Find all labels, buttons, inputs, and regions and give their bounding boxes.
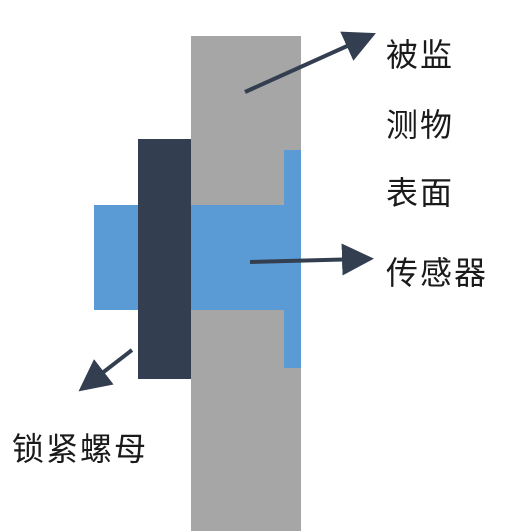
sensor-label: 传感器 bbox=[386, 254, 489, 292]
lock-nut-label: 锁紧螺母 bbox=[12, 430, 149, 468]
lock-nut-arrow bbox=[78, 348, 134, 392]
monitored-surface-label-line3: 表面 bbox=[386, 174, 455, 212]
surface-arrow bbox=[244, 31, 376, 94]
sensor-arrow bbox=[249, 243, 374, 276]
lock-nut bbox=[138, 139, 191, 379]
monitored-surface-label-line2: 测物 bbox=[386, 106, 455, 144]
monitored-surface-label-line1: 被监 bbox=[386, 36, 455, 74]
